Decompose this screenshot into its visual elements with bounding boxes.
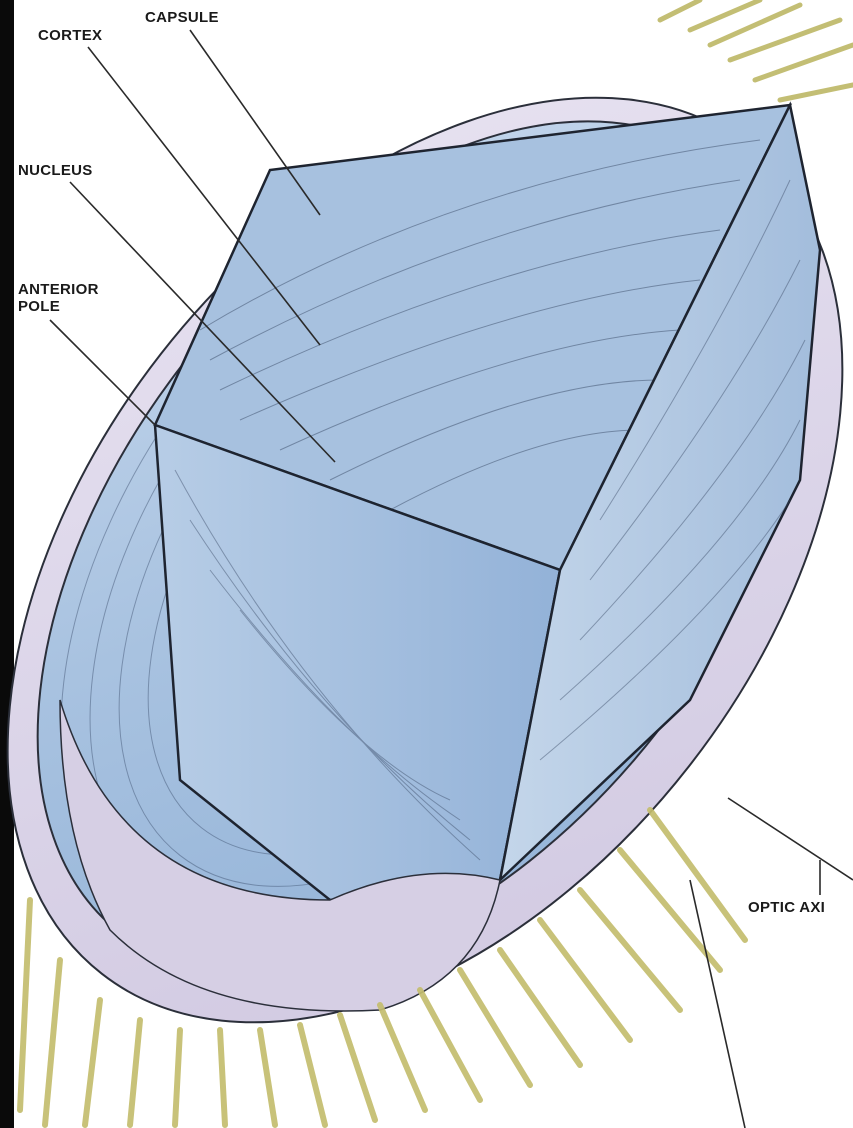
zonule-fibers-top: [660, 0, 853, 100]
leader-optic-axis-1: [728, 798, 853, 880]
label-nucleus: NUCLEUS: [18, 162, 93, 179]
label-optic-axis: OPTIC AXI: [748, 899, 825, 916]
label-anterior-pole-line1: ANTERIOR: [18, 281, 99, 298]
label-capsule: CAPSULE: [145, 9, 219, 26]
label-anterior-pole-line2: POLE: [18, 298, 99, 315]
label-anterior-pole: ANTERIOR POLE: [18, 281, 99, 315]
label-cortex: CORTEX: [38, 27, 102, 44]
leader-capsule: [190, 30, 320, 215]
leader-anterior-pole: [50, 320, 155, 425]
leader-optic-axis-3: [690, 880, 745, 1128]
